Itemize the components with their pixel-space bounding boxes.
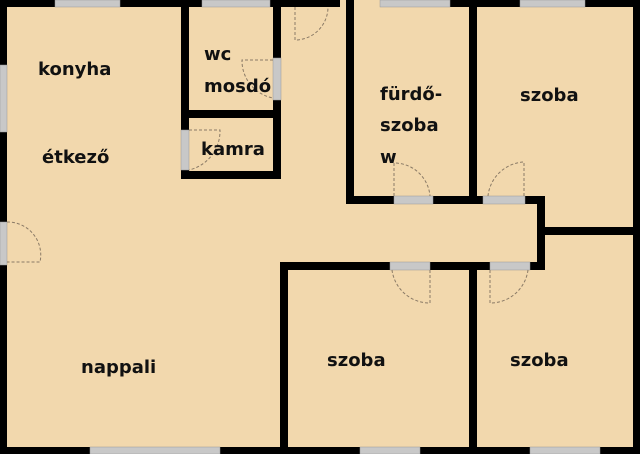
windows <box>0 0 601 454</box>
room-label-nappali: nappali <box>81 357 157 378</box>
room-label-furdo-line2: szoba <box>380 115 439 136</box>
room-label-furdo-line3: w <box>380 147 397 168</box>
room-label-kamra: kamra <box>201 139 265 160</box>
room-label-konyha: konyha <box>38 59 112 80</box>
door-swings <box>6 6 529 304</box>
room-label-etkezo: étkező <box>42 147 110 168</box>
room-label-szoba-s1: szoba <box>327 350 386 371</box>
room-label-szoba-ne: szoba <box>520 85 579 106</box>
room-label-mosdo: mosdó <box>204 76 272 97</box>
room-label-szoba-s2: szoba <box>510 350 569 371</box>
room-label-furdo-line1: fürdő- <box>380 84 443 105</box>
room-label-wc: wc <box>204 44 232 65</box>
